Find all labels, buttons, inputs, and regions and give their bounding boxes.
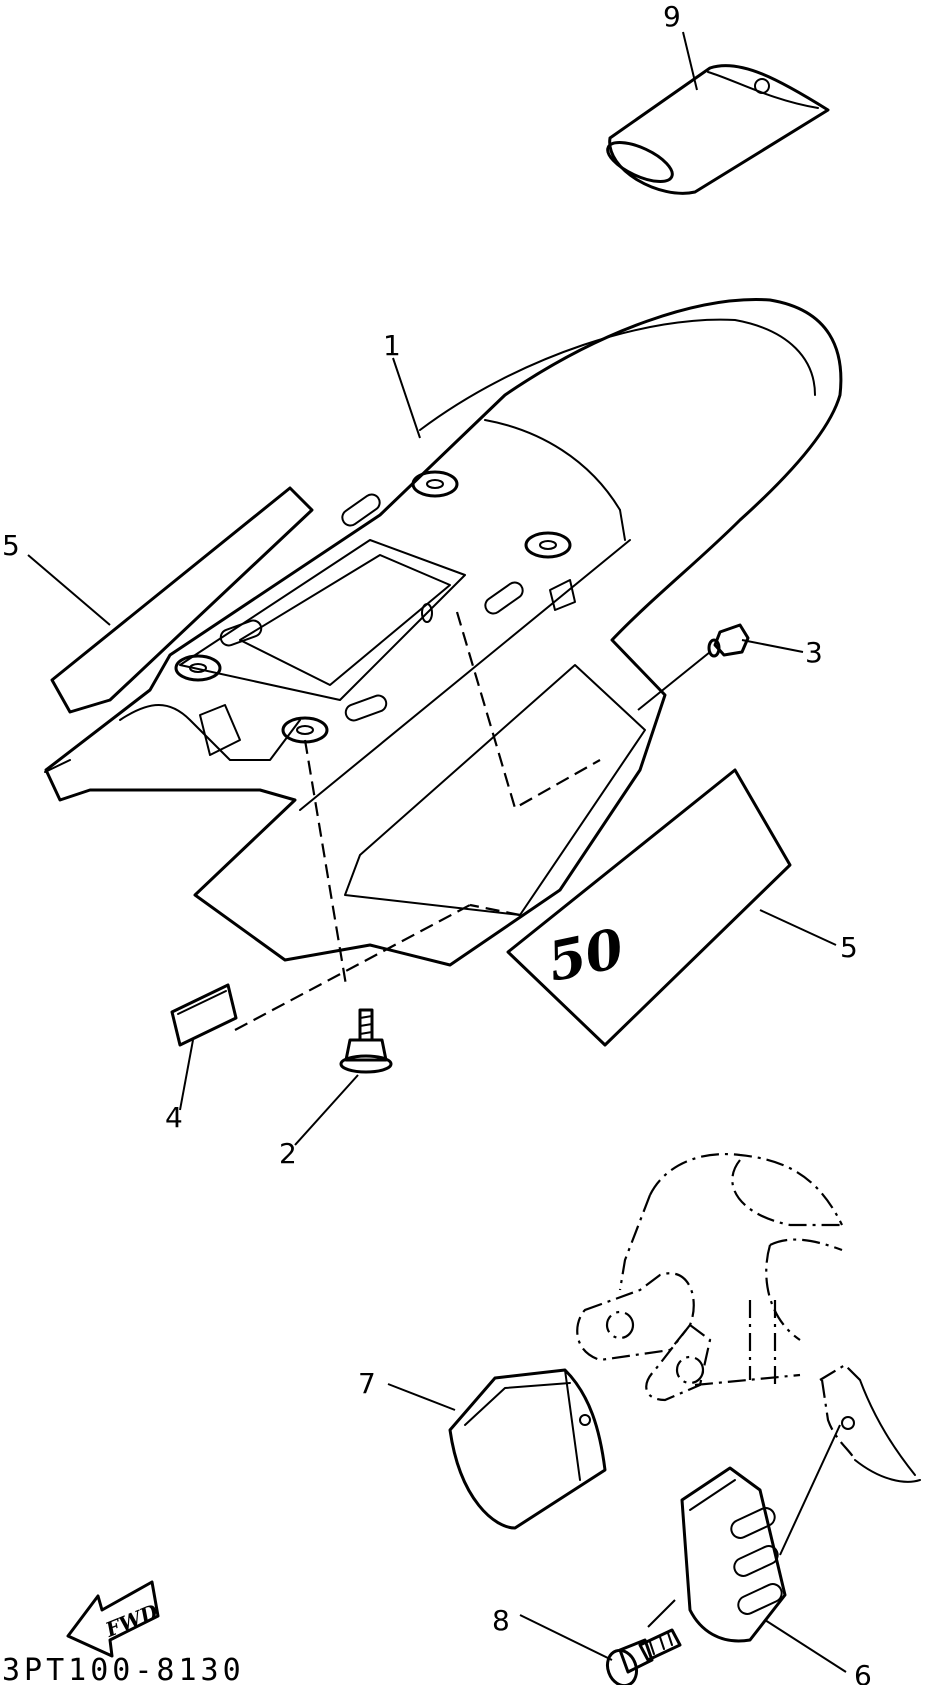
callout-6: 6: [854, 1659, 872, 1685]
part-6-heat-guard: [680, 1466, 787, 1643]
callout-9: 9: [663, 0, 681, 33]
callout-2: 2: [279, 1137, 297, 1170]
callout-5-left: 5: [2, 529, 20, 562]
part-2-bolt: [339, 1008, 393, 1074]
callout-1: 1: [383, 329, 401, 362]
part-7-bracket: [448, 1368, 607, 1530]
callout-3: 3: [805, 636, 823, 669]
callout-numbers: 9 1 5 3 5 4 2 7 8 6: [2, 0, 872, 1685]
callout-7: 7: [358, 1367, 376, 1400]
callout-8: 8: [492, 1604, 510, 1637]
part-8-screw: [605, 1628, 682, 1685]
assembly-lines: [234, 611, 601, 1031]
part-5-left-side-cover: [50, 486, 314, 714]
decal-text: 50: [542, 916, 629, 994]
leader-lines: [27, 31, 847, 1673]
frame-reference: [576, 1153, 921, 1483]
fwd-arrow-icon: FWD: [66, 1580, 162, 1658]
part-5-right-decal: 50: [506, 768, 792, 1047]
part-1-rear-fender: [44, 298, 843, 967]
part-3-screw: [707, 623, 750, 658]
part-9-cover: [606, 64, 830, 195]
callout-5-right: 5: [840, 931, 858, 964]
callout-4: 4: [165, 1101, 183, 1134]
diagram-code: 3PT100-8130: [2, 1653, 245, 1685]
part-4-reflector: [170, 983, 238, 1047]
